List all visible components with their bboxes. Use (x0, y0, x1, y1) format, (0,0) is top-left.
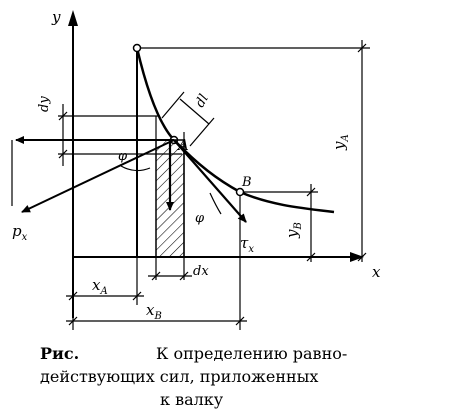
curve-top-point (132, 43, 142, 53)
point-b-label: B (241, 175, 252, 190)
tau-x-label: τx (240, 234, 254, 255)
caption-prefix: Рис. (40, 344, 79, 363)
x-axis-arrowhead (350, 252, 364, 262)
tangent-force-tau-arrow (173, 139, 247, 223)
contact-curve (135, 47, 335, 214)
x-axis-label: x (372, 263, 381, 281)
angle-arc-top (120, 165, 151, 172)
x-a-tick-left (68, 291, 78, 301)
point-b-marker (235, 187, 245, 197)
y-a-label: yA (330, 134, 351, 151)
y-b-label: yB (283, 222, 304, 239)
y-axis-arrowhead (68, 10, 78, 26)
dl-label: dl (193, 92, 212, 110)
phi-bottom-label: φ (195, 211, 205, 226)
dy-tick-bottom (58, 149, 68, 159)
x-b-tick-right (235, 316, 245, 326)
dx-label: dx (193, 264, 209, 279)
dy-label: dy (37, 96, 52, 112)
normal-force-p-arrow (21, 139, 175, 213)
phi-top-label: φ (118, 149, 128, 164)
y-a-tick-bottom (357, 252, 367, 262)
y-axis-label: y (51, 8, 61, 26)
x-b-label: xB (146, 301, 162, 322)
caption-line-1: К определению равно- (156, 344, 347, 363)
p-x-label: px (12, 222, 28, 243)
x-a-tick-right (132, 291, 142, 301)
dx-tick-left (151, 271, 161, 281)
x-b-tick-left (68, 316, 78, 326)
y-a-tick-top (357, 43, 367, 53)
angle-arc-bottom (209, 192, 222, 215)
dl-ext-2 (189, 117, 215, 147)
dx-tick-right (179, 271, 189, 281)
dl-ext-1 (161, 91, 185, 119)
dy-tick-top (58, 111, 68, 121)
point-a-label: A (176, 136, 189, 154)
dl-dimension-line (179, 98, 210, 125)
y-b-tick-top (306, 187, 316, 197)
y-b-tick-bottom (306, 252, 316, 262)
x-a-label: xA (92, 276, 108, 297)
caption-line-2: действующих сил, приложенных (40, 367, 318, 386)
caption-line-3: к валку (160, 390, 224, 409)
